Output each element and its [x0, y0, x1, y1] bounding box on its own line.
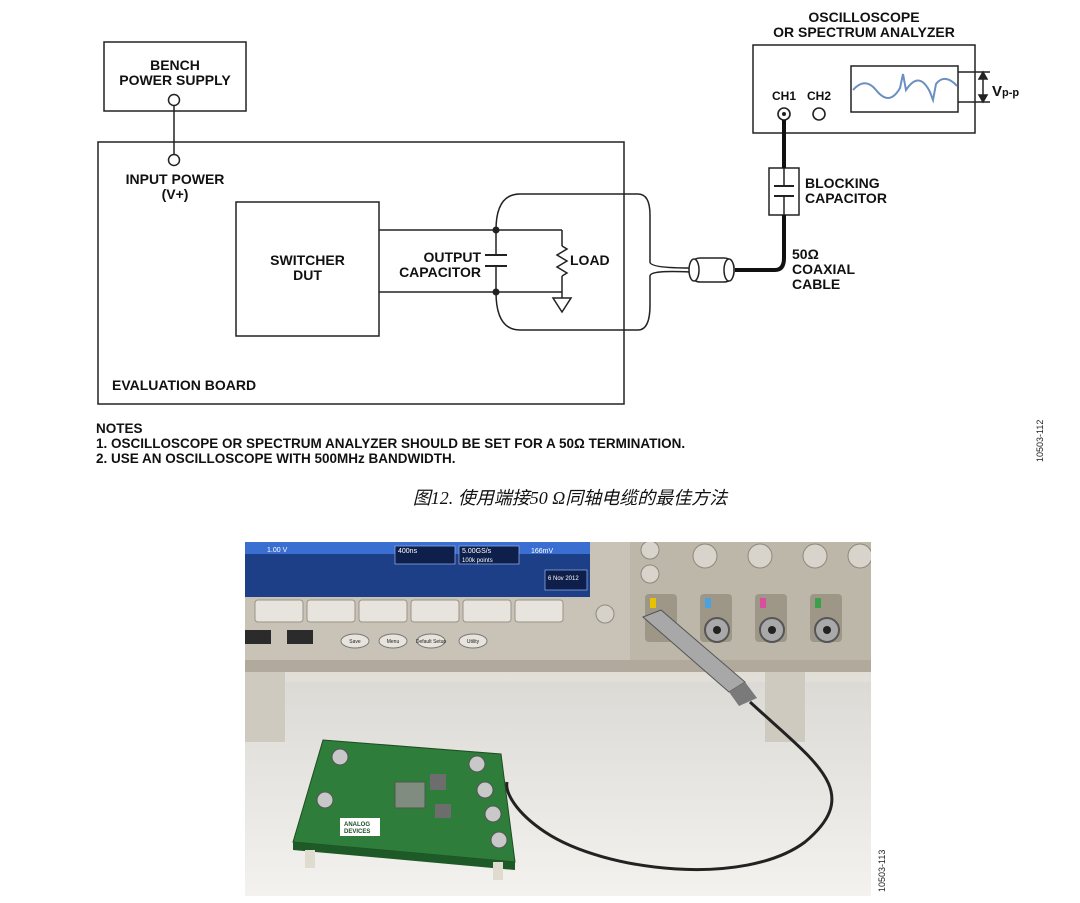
bench-power-supply-box: [103, 41, 247, 112]
switcher-dut-line2: DUT: [293, 267, 322, 283]
photo-menu-text: Menu: [387, 639, 400, 645]
coax-connector: [688, 257, 735, 283]
output-capacitor-label: OUTPUT CAPACITOR: [384, 250, 481, 280]
scope-trace: [852, 73, 958, 104]
output-capacitor-line1: OUTPUT: [423, 249, 481, 265]
bnc-inputs: [645, 594, 842, 643]
photo-utility-text: Utility: [467, 639, 480, 645]
photo-save-text: Save: [349, 639, 361, 645]
coax-line3: CABLE: [792, 276, 841, 292]
note-item-2: 2. USE AN OSCILLOSCOPE WITH 500MHz BANDW…: [96, 451, 456, 466]
input-power-line2: (V+): [161, 186, 189, 202]
vpp-main: V: [992, 83, 1003, 100]
load-label: LOAD: [570, 252, 610, 268]
coax-line2: COAXIAL: [792, 261, 855, 277]
photo-coax-cable: [505, 700, 834, 872]
blocking-capacitor-label: BLOCKING CAPACITOR: [805, 176, 887, 206]
ch2-label: CH2: [806, 89, 831, 103]
figure-id-top: 10503-112: [1035, 419, 1045, 462]
input-power-terminal: [167, 153, 181, 167]
bench-power-supply-label: BENCH POWER SUPPLY: [104, 58, 246, 88]
board-brand-line1: ANALOG: [344, 822, 370, 828]
coaxial-cable: [735, 215, 786, 272]
power-supply-terminal: [167, 93, 181, 107]
input-power-label: INPUT POWER (V+): [104, 172, 246, 202]
photo-utility-button: [458, 633, 488, 649]
bench-label-line2: POWER SUPPLY: [119, 72, 231, 88]
oscilloscope-label: OSCILLOSCOPE OR SPECTRUM ANALYZER: [753, 10, 975, 40]
screen-points: 100k points: [462, 558, 493, 564]
switcher-dut-label: SWITCHER DUT: [236, 253, 379, 283]
eval-board-photo: ANALOG DEVICES: [292, 739, 516, 880]
setup-photo: 1.00 V 400ns 5.00GS/s 100k points 166mV …: [245, 542, 871, 896]
photo-default-text: Default Setup: [416, 639, 447, 645]
screen-volt-div: 1.00 V: [267, 547, 288, 554]
photo-default-setup-button: [416, 633, 446, 649]
coax-adapter: [642, 609, 757, 706]
oscilloscope-box: [752, 44, 976, 134]
photo-menu-button: [378, 633, 408, 649]
screen-samplerate: 5.00GS/s: [462, 548, 492, 555]
note-item-1: 1. OSCILLOSCOPE OR SPECTRUM ANALYZER SHO…: [96, 436, 686, 451]
oscilloscope-line1: OSCILLOSCOPE: [808, 9, 920, 25]
blocking-capacitor-line1: BLOCKING: [805, 175, 880, 191]
screen-date: 6 Nov 2012: [548, 576, 579, 582]
blocking-capacitor-line2: CAPACITOR: [805, 190, 887, 206]
board-brand-line2: DEVICES: [344, 829, 370, 835]
scope-screen: [850, 65, 959, 113]
notes-title: NOTES: [96, 421, 143, 436]
switcher-dut-box: [235, 201, 380, 337]
switcher-dut-line1: SWITCHER: [270, 252, 345, 268]
bench-label-line1: BENCH: [150, 57, 200, 73]
coax-line1: 50Ω: [792, 246, 819, 262]
vpp-label: Vp-p: [992, 84, 1019, 101]
vpp-subscript: p-p: [1002, 87, 1020, 99]
figure-caption: 图12. 使用端接50 Ω同轴电缆的最佳方法: [412, 488, 728, 508]
figure-id-photo: 10503-113: [877, 849, 887, 892]
screen-trigger-level: 166mV: [531, 548, 554, 555]
ch1-label: CH1: [771, 89, 796, 103]
oscilloscope-line2: OR SPECTRUM ANALYZER: [773, 24, 955, 40]
ch2-connector: [812, 107, 826, 121]
input-power-line1: INPUT POWER: [125, 171, 225, 187]
screen-timebase: 400ns: [398, 548, 418, 555]
coax-label: 50Ω COAXIAL CABLE: [792, 247, 855, 292]
notes-block: NOTES 1. OSCILLOSCOPE OR SPECTRUM ANALYZ…: [96, 421, 685, 466]
evaluation-board-box: [97, 141, 625, 405]
evaluation-board-label: EVALUATION BOARD: [112, 377, 257, 393]
photo-save-button: [340, 633, 370, 649]
output-capacitor-line2: CAPACITOR: [399, 264, 481, 280]
test-setup-diagram: [97, 41, 990, 405]
